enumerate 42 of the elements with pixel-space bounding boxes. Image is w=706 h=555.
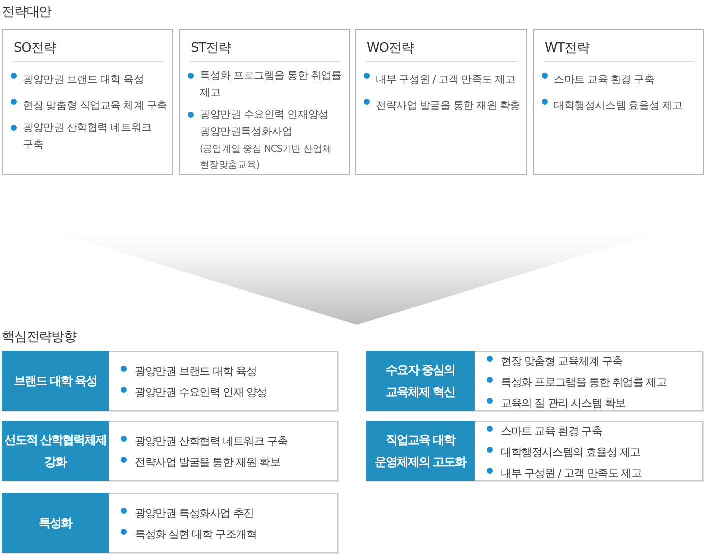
strategy-card [533, 29, 704, 175]
heading-panel: 선도적 산학협력체제 강화 [2, 421, 109, 481]
bullet-text: 전략사업 발굴을 통한 재원 확보 [135, 455, 280, 471]
bullet-text: 광양만권 수요인력 인재 양성 [135, 385, 267, 401]
bullet-text: 특성화 프로그램을 통한 취업률 제고 [200, 69, 343, 101]
heading-panel: 브랜드 대학 육성 [2, 351, 109, 411]
card-title: SO전략 [14, 40, 56, 58]
bullet-text: 광양만권 산학협력 네트워크 구축 [135, 434, 288, 450]
bullet-text: 스마트 교육 환경 구축 [501, 424, 602, 440]
heading-panel: 특성화 [2, 493, 109, 553]
bullet-text: 광양만권 브랜드 대학 육성 [135, 364, 257, 380]
bullet-text: 특성화 실현 대학 구조개혁 [135, 527, 257, 543]
note-text: (공업계열 중심 NCS기반 산업체 현장맞춤교육) [200, 143, 333, 173]
bullet-text: 현장 맞춤형 직업교육 체계 구축 [23, 99, 168, 114]
strategy-row [2, 351, 338, 411]
bullet-text: 현장 맞춤형 교육체계 구축 [501, 354, 623, 370]
bullet-text: 특성화 프로그램을 통한 취업률 제고 [501, 374, 667, 390]
bullet-text: 내부 구성원 / 고객 만족도 제고 [376, 73, 516, 88]
heading-panel: 수요자 중심의 교육체제 혁신 [366, 351, 475, 411]
bullet-text: 광양만권 수요인력 인재양성 광양만권특성화사업 [200, 108, 330, 140]
bullet-text: 내부 구성원 / 고객 만족도 제고 [501, 466, 642, 482]
bullet-text: 광양만권 산학협력 네트워크 구축 [23, 121, 153, 153]
strategy-row [366, 351, 703, 411]
bullet-text: 광양만권 브랜드 대학 육성 [23, 73, 144, 88]
strategy-card [2, 29, 173, 175]
bullet-text: 대학행정시스템 효율성 제고 [554, 99, 683, 114]
strategy-row [2, 421, 338, 481]
card-title: ST전략 [191, 40, 231, 58]
bullet-text: 전략사업 발굴을 통한 재원 확충 [376, 99, 520, 114]
section-heading: 핵심전략방향 [2, 329, 76, 347]
heading-panel: 직업교육 대학 운영체제의 고도화 [366, 421, 475, 481]
bullet-text: 대학행정시스템의 효율성 제고 [501, 444, 640, 460]
card-title: WO전략 [367, 40, 414, 58]
bullet-text: 교육의 질 관리 시스템 확보 [501, 396, 626, 412]
strategy-card [179, 29, 350, 175]
bullet-text: 스마트 교육 환경 구축 [554, 73, 655, 88]
bullet-text: 광양만권 특성화사업 추진 [135, 506, 254, 522]
strategy-row [366, 421, 703, 481]
card-title: WT전략 [545, 40, 590, 58]
strategy-card [355, 29, 527, 175]
strategy-row [2, 493, 338, 553]
section-heading: 전략대안 [2, 4, 52, 22]
